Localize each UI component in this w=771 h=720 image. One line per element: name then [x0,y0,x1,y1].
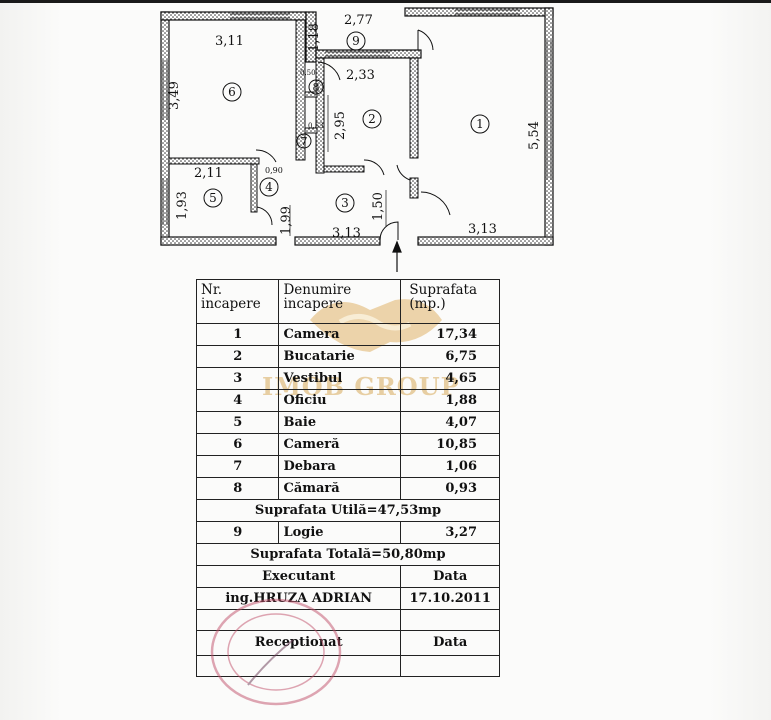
entrance-arrow-icon [392,240,402,272]
room-number-2: 2 [368,112,376,126]
doors [255,29,451,241]
dim-3-49: 3,49 [167,81,182,110]
table-header: Nr. incapere Denumire incapere Suprafata… [195,279,500,324]
dim-2-77: 2,77 [344,13,373,28]
dim-1-50: 1,50 [371,192,386,221]
total-row: Suprafata Totală=50,80mp [196,543,500,566]
top-border [0,0,771,3]
dim-1-99: 1,99 [279,206,294,235]
dim-1-93: 1,93 [175,191,190,220]
header-nr: Nr. incapere [195,279,280,324]
dim-2-11: 2,11 [194,166,223,181]
dimension-lines [289,95,387,236]
header-name: Denumire incapere [278,279,402,324]
room-number-7: 7 [301,135,308,148]
util-total-row: Suprafata Utilă=47,53mp [196,499,500,522]
dim-0-53: 0,53 [308,122,324,130]
dim-0-50: 0,50 [300,69,316,77]
dim-3-13-left: 3,13 [332,226,361,241]
room-number-6: 6 [228,85,236,99]
room-number-8: 8 [313,81,320,94]
dim-0-90: 0,90 [265,166,283,175]
stamp-seal-icon [210,598,342,706]
dim-3-11: 3,11 [215,34,244,49]
outer-walls [160,7,554,246]
room-number-1: 1 [476,117,484,131]
room-number-5: 5 [209,191,217,205]
dim-5-54: 5,54 [527,121,542,150]
blank-row [195,655,500,677]
dim-2-95: 2,95 [333,111,348,140]
dim-3-13-right: 3,13 [468,222,497,237]
room-number-9: 9 [352,34,360,48]
interior-walls [168,19,419,213]
header-area: Suprafata (mp.) [400,279,500,324]
room-number-3: 3 [341,196,349,210]
windows [162,9,552,225]
dim-1-18: 1,18 [307,23,322,52]
room-markers [203,31,490,213]
room-number-4: 4 [265,180,273,194]
dim-2-33: 2,33 [346,68,375,83]
